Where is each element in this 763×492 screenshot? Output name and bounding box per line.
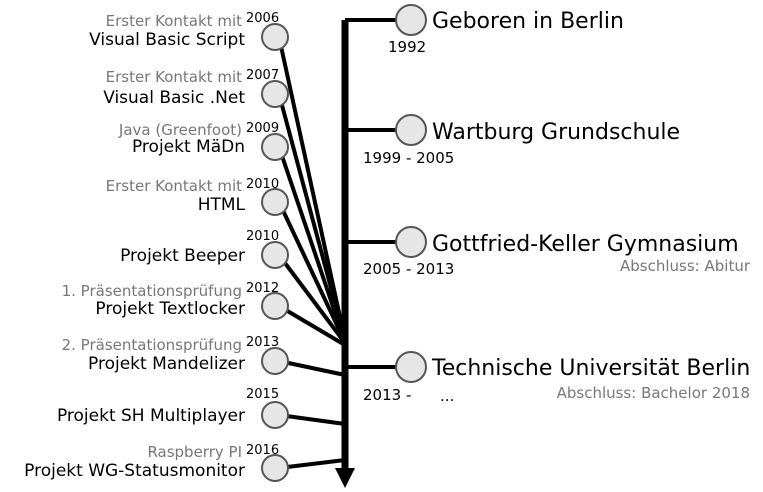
project-connector	[277, 92, 347, 342]
project-title: Projekt Textlocker	[95, 299, 245, 319]
station-years: 2013 -	[363, 386, 411, 404]
station-title: Gottfried-Keller Gymnasium	[432, 232, 739, 257]
project-subtitle: Erster Kontakt mit	[106, 177, 242, 195]
project-connector	[277, 458, 347, 470]
project-subtitle: Raspberry PI	[147, 443, 242, 461]
project-connector	[277, 253, 347, 345]
project-year: 2010	[246, 229, 279, 244]
project-subtitle: Erster Kontakt mit	[106, 68, 242, 86]
project-year: 2013	[246, 335, 279, 350]
project-year: 2016	[246, 443, 279, 458]
project-title: Projekt WG-Statusmonitor	[24, 461, 245, 481]
project-connector	[277, 413, 347, 426]
station-years: 1999 - 2005	[363, 149, 454, 167]
project-title: Projekt MäDn	[132, 137, 245, 157]
station-title: Technische Universität Berlin	[431, 356, 750, 381]
station-subtitle: Abschluss: Bachelor 2018	[557, 384, 750, 402]
project-year: 2015	[246, 387, 279, 402]
project-node	[261, 292, 289, 320]
station-node	[395, 351, 427, 383]
project-node	[261, 23, 289, 51]
project-node	[261, 188, 289, 216]
project-connector	[277, 200, 347, 344]
project-year: 2006	[246, 11, 279, 26]
project-subtitle: 1. Präsentationsprüfung	[62, 282, 242, 300]
connectors	[277, 18, 399, 470]
station-node	[395, 4, 427, 36]
project-subtitle: 2. Präsentationsprüfung	[62, 336, 242, 354]
station-title: Wartburg Grundschule	[432, 120, 680, 145]
project-title: Projekt Beeper	[120, 246, 245, 266]
project-title: HTML	[198, 195, 246, 215]
station-title: Geboren in Berlin	[432, 9, 624, 34]
project-node	[261, 80, 289, 108]
project-connector	[277, 145, 347, 344]
project-node	[261, 454, 289, 482]
project-title: Projekt SH Multiplayer	[57, 406, 245, 426]
project-connector	[277, 35, 347, 342]
station-subtitle: Abschluss: Abitur	[620, 257, 751, 275]
project-node	[261, 133, 289, 161]
project-title: Visual Basic Script	[89, 30, 245, 50]
nodes	[261, 4, 427, 482]
project-title: Projekt Mandelizer	[88, 354, 245, 374]
project-connector	[277, 359, 347, 377]
project-year: 2010	[246, 177, 279, 192]
station-ellipsis: ...	[440, 387, 454, 405]
project-node	[261, 347, 289, 375]
project-node	[261, 401, 289, 429]
arrow-down-icon	[335, 468, 355, 488]
project-connector	[277, 304, 347, 347]
station-node	[395, 114, 427, 146]
project-year: 2012	[246, 281, 279, 296]
station-years: 1992	[388, 38, 426, 56]
project-subtitle: Erster Kontakt mit	[106, 12, 242, 30]
station-node	[395, 226, 427, 258]
project-subtitle: Java (Greenfoot)	[118, 121, 242, 139]
project-year: 2007	[246, 68, 279, 83]
station-years: 2005 - 2013	[363, 260, 454, 278]
project-node	[261, 241, 289, 269]
project-year: 2009	[246, 121, 279, 136]
project-title: Visual Basic .Net	[103, 88, 245, 108]
